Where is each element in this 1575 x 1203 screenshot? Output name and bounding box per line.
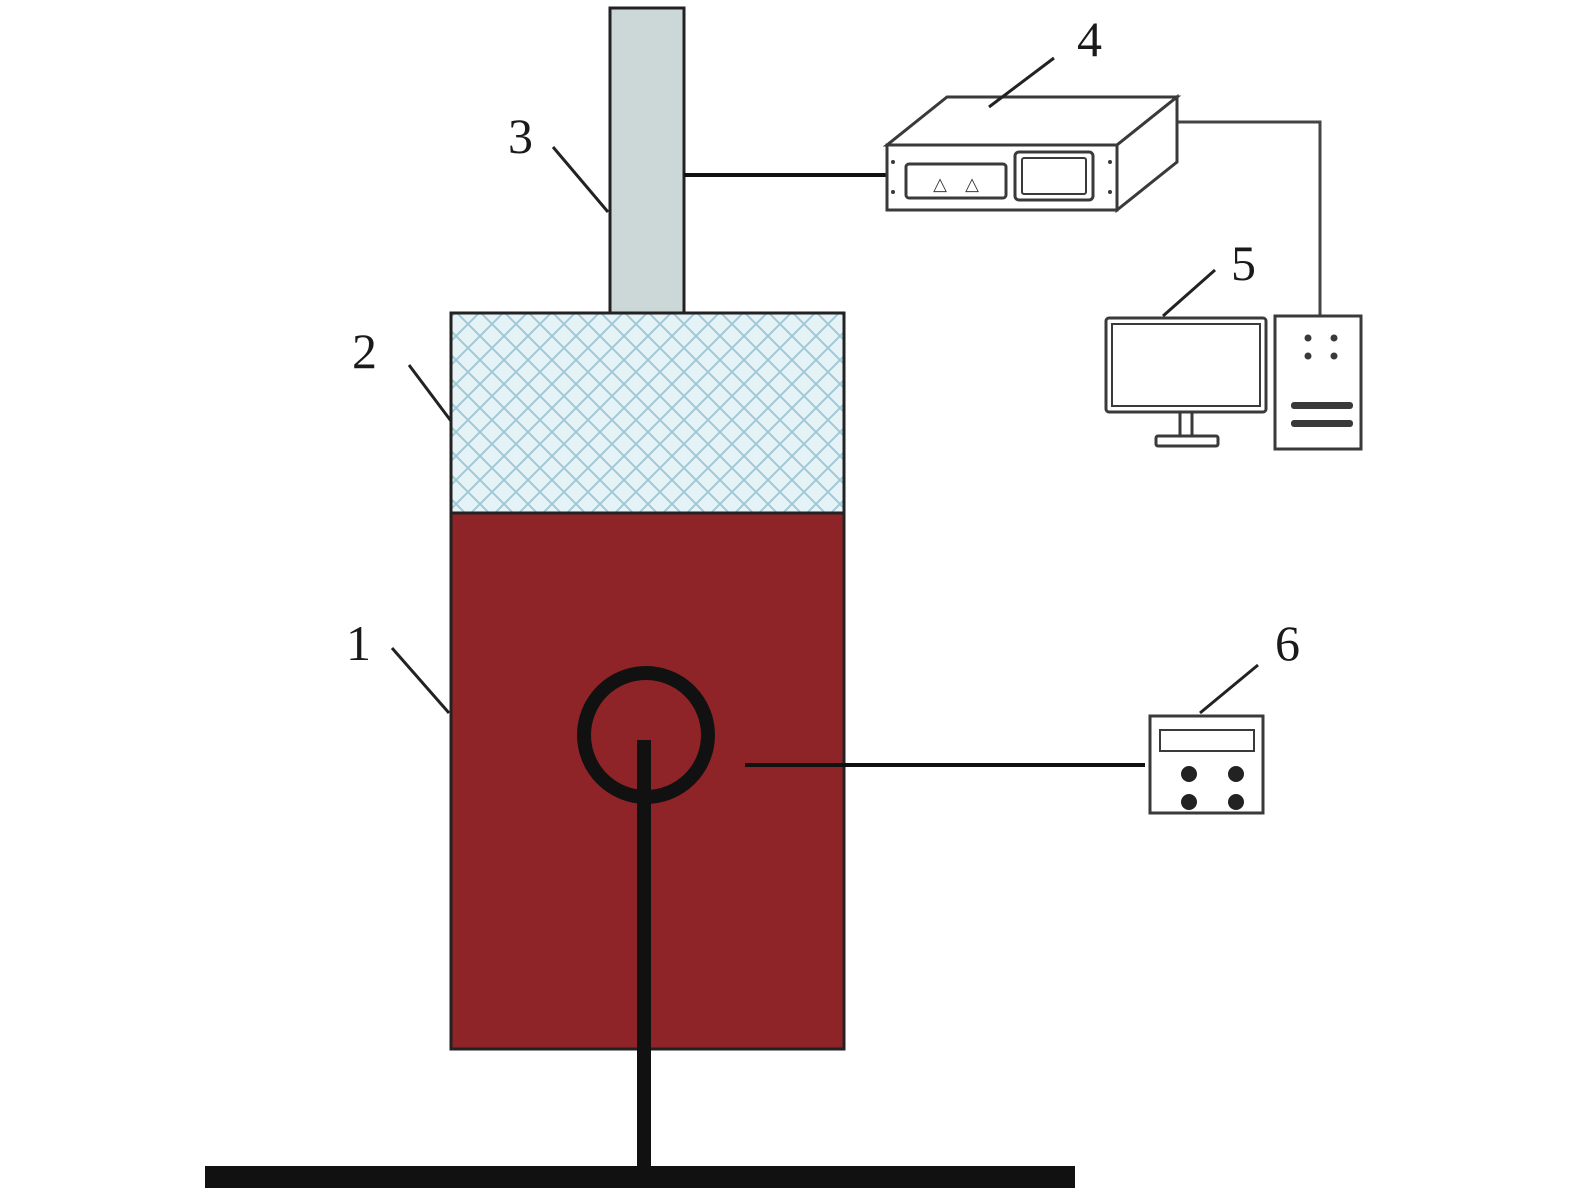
desktop-computer-icon — [1104, 314, 1363, 451]
label-3: 3 — [508, 108, 533, 164]
ring-sensor — [577, 666, 715, 804]
rack-instrument-icon: △ △ — [882, 93, 1182, 214]
label-4: 4 — [1077, 11, 1102, 67]
label-6: 6 — [1275, 615, 1300, 671]
top-layer — [449, 311, 846, 515]
svg-text:△: △ — [933, 174, 947, 195]
leader-2 — [407, 364, 453, 422]
leader-1 — [390, 647, 451, 714]
leader-4 — [988, 56, 1055, 109]
leader-6 — [1199, 663, 1259, 715]
svg-text:△: △ — [965, 174, 979, 195]
label-1: 1 — [346, 615, 371, 671]
label-2: 2 — [352, 323, 377, 379]
label-5: 5 — [1231, 235, 1256, 291]
computer-cable — [1175, 120, 1322, 318]
column — [608, 6, 686, 315]
control-box-icon — [1148, 714, 1265, 815]
leader-5 — [1162, 268, 1216, 318]
leader-3 — [551, 146, 610, 213]
base-plate — [205, 1166, 1075, 1188]
support-rod — [637, 740, 651, 1170]
